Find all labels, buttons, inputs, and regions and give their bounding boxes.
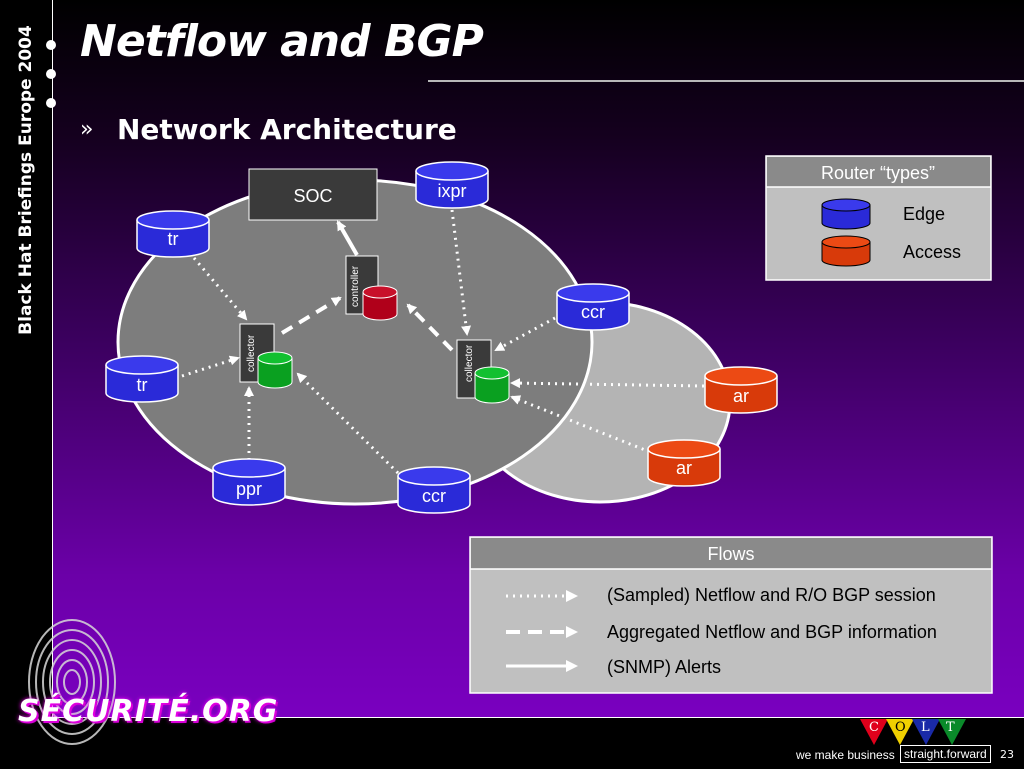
soc-box: SOC bbox=[248, 168, 378, 221]
legend-dotted-arrow-icon bbox=[566, 590, 578, 602]
legend-access-label: Access bbox=[903, 242, 961, 262]
router-ppr: ppr bbox=[212, 458, 286, 506]
router-ar-1-label: ar bbox=[733, 386, 749, 406]
colt-letter-c: C bbox=[869, 720, 879, 735]
legend-flows-header: Flows bbox=[707, 544, 754, 564]
flow-ccr-bottom-to-collector bbox=[296, 372, 400, 475]
colt-letter-t: T bbox=[946, 720, 955, 735]
collector-right-node: collector bbox=[456, 339, 510, 404]
colt-triangle-l bbox=[912, 719, 940, 745]
title-rule bbox=[428, 80, 1024, 82]
flow-tr-left-to-collector bbox=[181, 355, 240, 378]
controller-label: controller bbox=[350, 265, 361, 307]
legend-edge-label: Edge bbox=[903, 204, 945, 224]
slide-subtitle: Network Architecture bbox=[117, 113, 457, 146]
router-ixpr-label: ixpr bbox=[437, 181, 466, 201]
alert-controller-to-soc bbox=[336, 220, 359, 256]
collector-left-label: collector bbox=[246, 334, 257, 372]
colt-letter-l: L bbox=[921, 720, 930, 735]
router-ccr-bottom-label: ccr bbox=[422, 486, 446, 506]
colt-triangle-o bbox=[886, 719, 914, 745]
router-ppr-label: ppr bbox=[236, 479, 262, 499]
footer-tagline-box: straight.forward bbox=[900, 745, 991, 763]
bullet-dot bbox=[46, 40, 56, 50]
router-tr-left-label: tr bbox=[137, 375, 148, 395]
slide-title: Netflow and BGP bbox=[80, 16, 484, 67]
router-tr-top-label: tr bbox=[168, 229, 179, 249]
bullet-dot bbox=[46, 98, 56, 108]
router-ccr-right-label: ccr bbox=[581, 302, 605, 322]
legend-dashed-arrow-icon bbox=[566, 626, 578, 638]
router-ccr-bottom: ccr bbox=[397, 466, 471, 514]
router-ar-2: ar bbox=[647, 439, 721, 487]
controller-node: controller bbox=[345, 255, 398, 321]
securite-logo: SÉCURITÉ.ORG bbox=[18, 694, 279, 729]
colt-letter-o: O bbox=[895, 720, 906, 735]
legend-router-types: Router “types” Edge Access bbox=[765, 155, 992, 281]
collector-right-label: collector bbox=[464, 344, 475, 382]
legend-solid-arrow-icon bbox=[566, 660, 578, 672]
router-ccr-right: ccr bbox=[556, 283, 630, 331]
page-number: 23 bbox=[1000, 748, 1014, 761]
legend-router-types-header: Router “types” bbox=[821, 163, 935, 183]
legend-flow-sampled-label: (Sampled) Netflow and R/O BGP session bbox=[607, 585, 936, 605]
colt-triangle-t bbox=[938, 719, 966, 745]
legend-flow-aggregated-label: Aggregated Netflow and BGP information bbox=[607, 622, 937, 642]
router-ar-2-label: ar bbox=[676, 458, 692, 478]
legend-flows: Flows (Sampled) Netflow and R/O BGP sess… bbox=[469, 536, 993, 694]
legend-flow-alerts-label: (SNMP) Alerts bbox=[607, 657, 721, 677]
footer-tagline: we make business bbox=[796, 748, 895, 762]
soc-label: SOC bbox=[293, 186, 332, 206]
legend-edge-swatch bbox=[821, 198, 871, 230]
router-tr-left: tr bbox=[105, 355, 179, 403]
flow-collector-right-to-controller bbox=[406, 303, 454, 352]
router-ixpr: ixpr bbox=[415, 161, 489, 209]
collector-left-node: collector bbox=[239, 323, 293, 389]
flow-collector-left-to-controller bbox=[280, 296, 342, 335]
bullet-dot bbox=[46, 69, 56, 79]
subtitle-bullet: » bbox=[80, 117, 94, 142]
colt-triangle-c bbox=[860, 719, 888, 745]
router-tr-top: tr bbox=[136, 210, 210, 258]
router-ar-1: ar bbox=[704, 366, 778, 414]
legend-access-swatch bbox=[821, 235, 871, 267]
fingerprint-icon bbox=[28, 619, 116, 745]
sidebar: Black Hat Briefings Europe 2004 bbox=[0, 0, 53, 768]
